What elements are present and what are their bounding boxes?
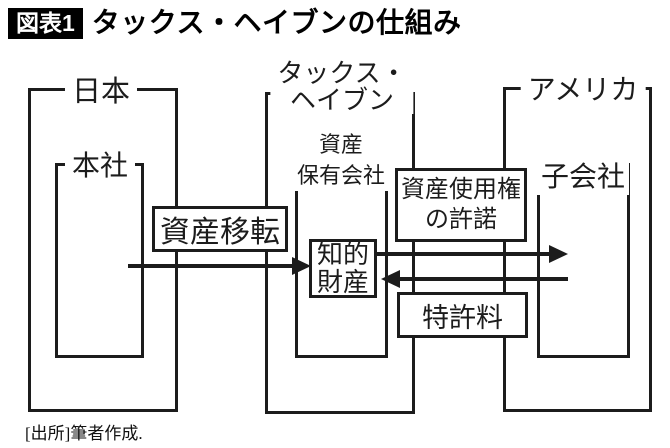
asset-holding-label-line2: 保有会社 <box>296 163 386 188</box>
headquarters-label: 本社 <box>64 144 136 184</box>
asset-holding-label-line1: 資産 <box>318 132 364 157</box>
intellectual-property-box: 知的 財産 <box>309 239 377 298</box>
license-grant-label-line1: 資産使用権 <box>401 177 521 203</box>
headquarters-box <box>55 163 144 358</box>
tax-haven-label-line2: ヘイブン <box>289 86 395 115</box>
tax-haven-label-line1: タックス・ <box>277 59 407 88</box>
figure-number-badge: 図表1 <box>8 8 83 40</box>
asset-holding-company-label: 資産 保有会社 <box>292 129 390 191</box>
figure-header: 図表1 タックス・ヘイブンの仕組み <box>8 7 462 40</box>
asset-transfer-label: 資産移転 <box>160 216 280 249</box>
japan-label: 日本 <box>64 68 138 110</box>
tax-haven-label: タックス・ ヘイブン <box>270 59 414 115</box>
america-label: アメリカ <box>520 68 646 108</box>
intellectual-property-label-line1: 知的 <box>316 239 369 269</box>
license-grant-arrow-line <box>377 252 550 256</box>
subsidiary-label: 子会社 <box>536 155 630 195</box>
asset-transfer-arrowhead-right-icon <box>292 257 311 275</box>
asset-transfer-arrow-line <box>128 264 293 268</box>
intellectual-property-label-line2: 財産 <box>316 267 369 297</box>
source-note: [出所]筆者作成. <box>25 424 143 443</box>
license-grant-arrowhead-right-icon <box>549 245 568 263</box>
patent-fee-label-box: 特許料 <box>397 292 528 338</box>
asset-transfer-label-box: 資産移転 <box>152 206 288 252</box>
patent-fee-arrowhead-left-icon <box>381 270 400 288</box>
patent-fee-label: 特許料 <box>422 302 503 333</box>
license-grant-label-box: 資産使用権 の許諾 <box>395 168 527 242</box>
patent-fee-arrow-line <box>399 277 568 281</box>
figure-title: タックス・ヘイブンの仕組み <box>91 7 462 39</box>
license-grant-label-line2: の許諾 <box>425 207 497 233</box>
